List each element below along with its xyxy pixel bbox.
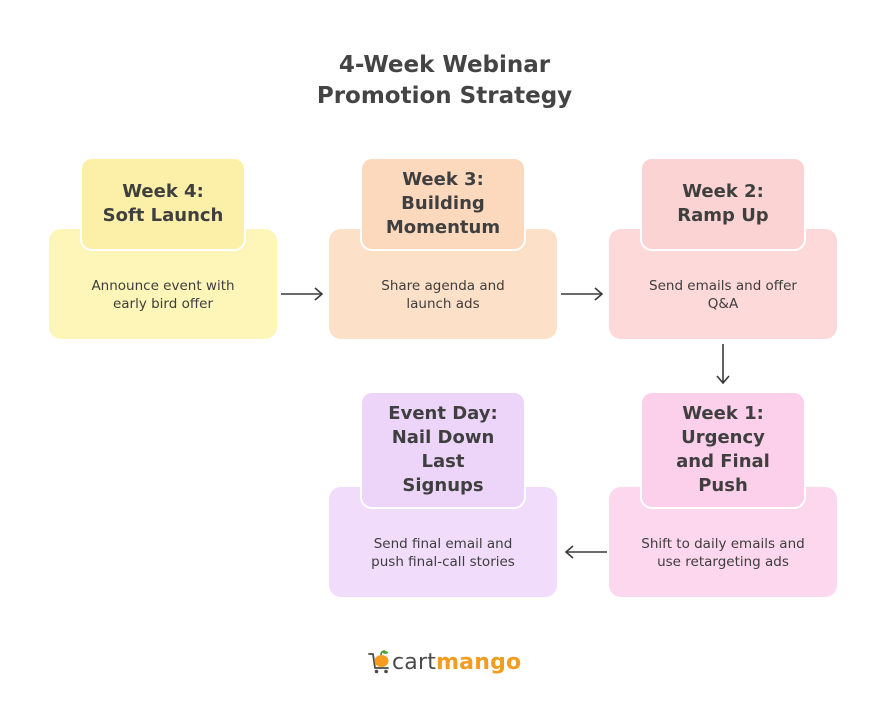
- stage-tab-event-day: Event Day: Nail Down Last Signups: [360, 391, 526, 509]
- arrow-right-icon: [561, 287, 604, 301]
- arrow-down-icon: [716, 344, 730, 385]
- stage-description: Send final email and push final-call sto…: [371, 536, 515, 570]
- stage-description: Send emails and offer Q&A: [649, 278, 797, 312]
- diagram-title: 4-Week Webinar Promotion Strategy: [0, 50, 889, 112]
- brand-name-cart: cart: [392, 649, 437, 675]
- stage-tab-week-1: Week 1: Urgency and Final Push: [640, 391, 806, 509]
- stage-tab-week-4: Week 4: Soft Launch: [80, 157, 246, 251]
- title-line-2: Promotion Strategy: [316, 83, 573, 109]
- stage-tab-week-3: Week 3: Building Momentum: [360, 157, 526, 251]
- stage-title: Week 4: Soft Launch: [102, 181, 224, 226]
- arrow-right-icon: [281, 287, 324, 301]
- stage-tab-week-2: Week 2: Ramp Up: [640, 157, 806, 251]
- title-line-1: 4-Week Webinar: [338, 52, 551, 78]
- arrow-left-icon: [564, 545, 607, 559]
- brand-logo: cartmango: [368, 647, 521, 677]
- brand-name: cartmango: [392, 650, 521, 675]
- stage-description: Share agenda and launch ads: [381, 278, 505, 312]
- stage-title: Week 1: Urgency and Final Push: [676, 403, 770, 496]
- stage-title: Week 3: Building Momentum: [385, 169, 501, 238]
- brand-name-mango: mango: [436, 649, 522, 675]
- mango-cart-icon: [368, 650, 389, 674]
- stage-title: Week 2: Ramp Up: [677, 181, 769, 226]
- stage-description: Shift to daily emails and use retargetin…: [641, 536, 805, 570]
- stage-description: Announce event with early bird offer: [91, 278, 235, 312]
- stage-title: Event Day: Nail Down Last Signups: [388, 403, 498, 496]
